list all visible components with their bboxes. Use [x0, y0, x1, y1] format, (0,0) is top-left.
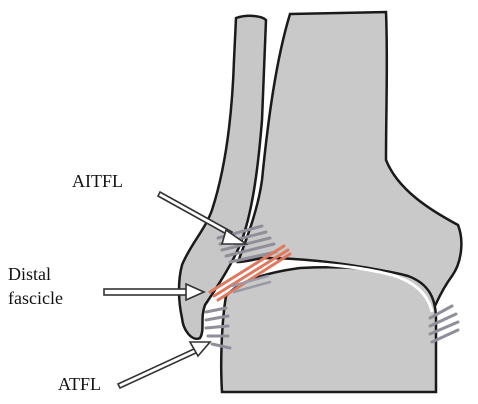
aitfl-label: AITFL [72, 170, 123, 192]
distal-fascicle-label-line1: Distal [8, 263, 51, 285]
atfl-label: ATFL [58, 373, 101, 395]
distal-fascicle-arrow [104, 284, 204, 300]
atfl-arrow [118, 342, 210, 388]
distal-fascicle-label-line2: fascicle [8, 287, 63, 309]
